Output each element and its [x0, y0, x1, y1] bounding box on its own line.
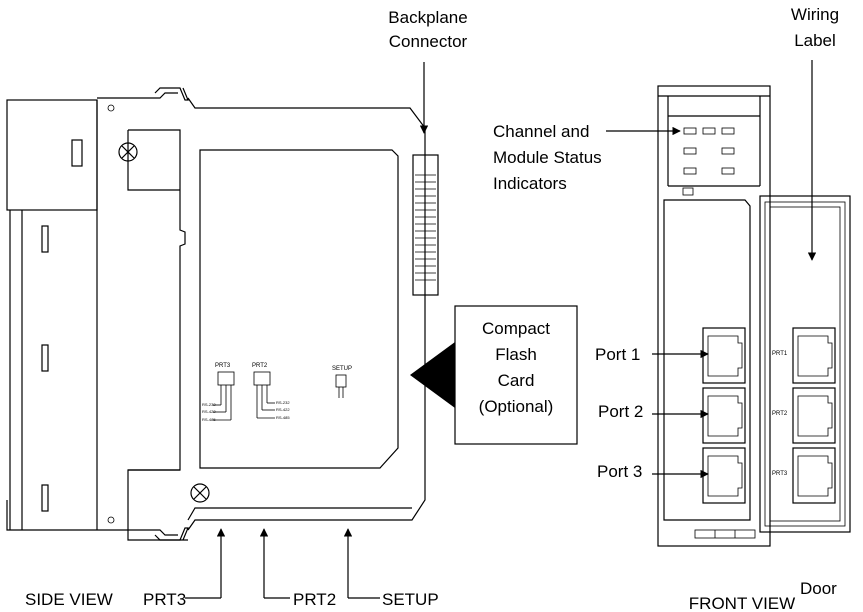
callout-backplane-connector: Backplane Connector: [388, 8, 468, 134]
svg-text:PRT3: PRT3: [143, 590, 186, 609]
svg-text:PRT2: PRT2: [252, 363, 268, 369]
svg-text:SETUP: SETUP: [382, 590, 439, 609]
svg-text:(Optional): (Optional): [479, 397, 554, 416]
door-callout: Door: [800, 579, 837, 598]
svg-text:Wiring: Wiring: [791, 5, 839, 24]
screw-bottom: [190, 483, 210, 503]
side-cover-block: [6, 99, 98, 211]
svg-text:PRT3: PRT3: [215, 363, 231, 369]
callout-port-1: Port 1: [595, 345, 709, 364]
front-view: PRT1 PRT2 PRT3: [657, 85, 851, 547]
status-indicators: [683, 127, 735, 175]
svg-text:RS-232: RS-232: [202, 402, 216, 407]
callout-compact-flash: Compact Flash Card (Optional): [410, 305, 578, 445]
svg-text:Module Status: Module Status: [493, 148, 602, 167]
front-body: [657, 85, 771, 547]
svg-text:SETUP: SETUP: [332, 366, 352, 372]
door: PRT1 PRT2 PRT3: [759, 195, 851, 533]
svg-text:Compact: Compact: [482, 319, 550, 338]
svg-text:RS-485: RS-485: [202, 417, 216, 422]
jumper-prt2: PRT2 RS-232 RS-422 RS-485: [252, 363, 290, 420]
port-3: [702, 447, 746, 504]
svg-text:RS-422: RS-422: [202, 409, 216, 414]
svg-text:PRT2: PRT2: [293, 590, 336, 609]
side-slot: [41, 344, 49, 372]
door-label-prt3: PRT3: [772, 471, 788, 477]
port-2: [702, 387, 746, 444]
backplane-connector: [412, 154, 439, 296]
svg-text:RS-422: RS-422: [276, 407, 290, 412]
side-cover-slot: [71, 139, 83, 167]
door-label-prt2: PRT2: [772, 411, 788, 417]
svg-text:Port 1: Port 1: [595, 345, 640, 364]
svg-text:RS-485: RS-485: [276, 415, 290, 420]
callout-wiring-label: Wiring Label: [791, 5, 839, 261]
callout-prt2: PRT2: [259, 528, 336, 609]
side-view: PRT3 RS-232 RS-422 RS-485 PRT2 RS-232 RS…: [6, 87, 439, 541]
svg-text:RS-232: RS-232: [276, 400, 290, 405]
side-view-title: SIDE VIEW: [25, 590, 113, 609]
svg-text:Backplane: Backplane: [388, 8, 467, 27]
compact-flash-arrow: [410, 342, 455, 408]
circuit-board: [199, 149, 399, 469]
svg-text:Indicators: Indicators: [493, 174, 567, 193]
svg-text:Connector: Connector: [389, 32, 468, 51]
door-label-prt1: PRT1: [772, 351, 788, 357]
side-slot: [41, 225, 49, 253]
callout-status-indicators: Channel and Module Status Indicators: [493, 122, 681, 193]
svg-text:Channel and: Channel and: [493, 122, 589, 141]
jumper-setup: SETUP: [332, 366, 352, 398]
callout-prt3: PRT3: [143, 528, 226, 609]
side-slot: [41, 484, 49, 512]
svg-text:Label: Label: [794, 31, 836, 50]
callout-setup: SETUP: [343, 528, 439, 609]
callout-port-3: Port 3: [597, 462, 709, 481]
svg-text:Port 2: Port 2: [598, 402, 643, 421]
jumper-prt3: PRT3 RS-232 RS-422 RS-485: [202, 363, 235, 422]
svg-text:Port 3: Port 3: [597, 462, 642, 481]
svg-text:Flash: Flash: [495, 345, 537, 364]
callout-port-2: Port 2: [598, 402, 709, 421]
front-view-title: FRONT VIEW: [689, 594, 795, 612]
port-1: [702, 327, 746, 384]
svg-text:Card: Card: [498, 371, 535, 390]
